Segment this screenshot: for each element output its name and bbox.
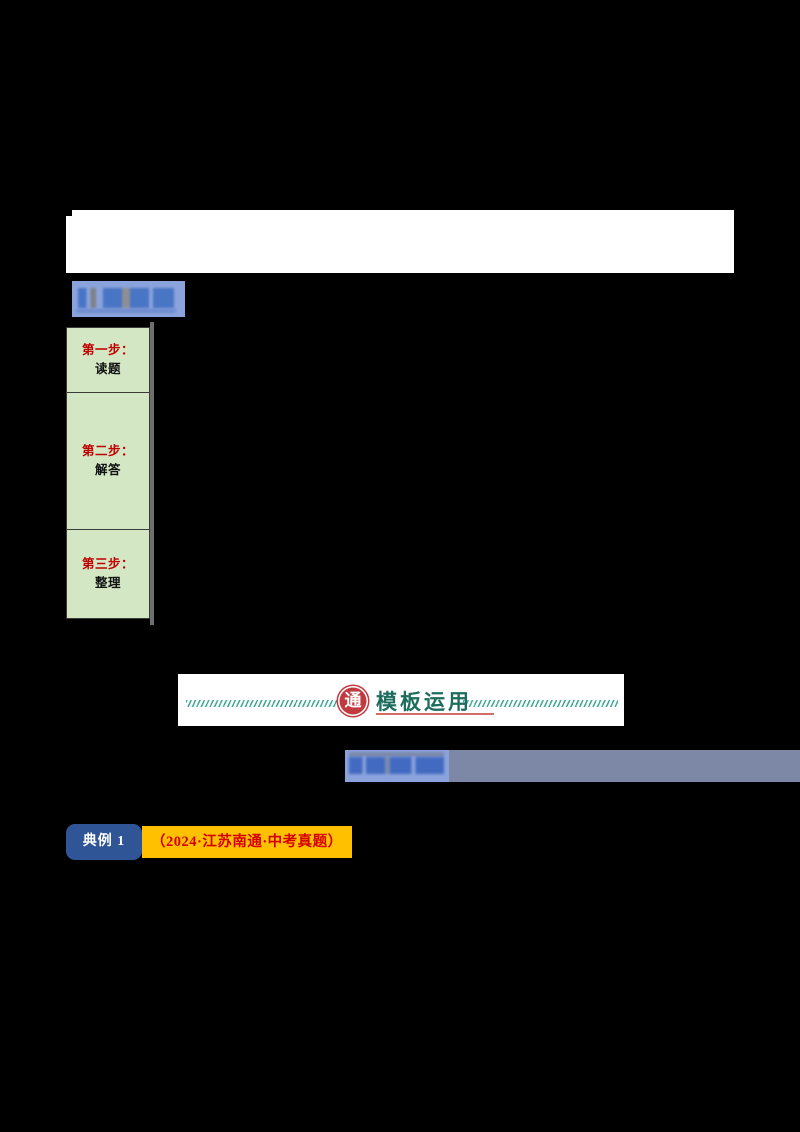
page-heading-highlight bbox=[72, 281, 185, 317]
step-2-label: 第二步： bbox=[81, 443, 134, 458]
step-3-value: 整理 bbox=[94, 576, 121, 591]
step-2-value: 解答 bbox=[94, 463, 121, 478]
page-heading-underline bbox=[76, 309, 176, 313]
step-cell-2: 第二步： 解答 bbox=[66, 392, 150, 530]
banner-rule-right-icon bbox=[463, 700, 618, 707]
table-row: 第二步： 解答 bbox=[66, 392, 150, 530]
subheading-row bbox=[345, 750, 800, 782]
seal-stamp-icon: 通 bbox=[338, 686, 368, 716]
example-source-badge: （2024·江苏南通·中考真题） bbox=[142, 826, 352, 858]
subheading-obscured-text bbox=[349, 757, 444, 774]
steps-table-rail bbox=[150, 322, 154, 625]
banner-rule-left-icon bbox=[186, 700, 341, 707]
section-banner-underline bbox=[376, 713, 494, 715]
step-1-value: 读题 bbox=[94, 362, 121, 377]
table-row: 第一步： 读题 bbox=[66, 327, 150, 393]
example-number-badge: 典例 1 bbox=[66, 824, 142, 860]
table-row: 第三步： 整理 bbox=[66, 529, 150, 619]
step-cell-3: 第三步： 整理 bbox=[66, 529, 150, 619]
content-band-notch bbox=[66, 210, 72, 216]
section-banner-title: 模板运用 bbox=[376, 690, 472, 714]
subheading-highlight bbox=[345, 750, 449, 782]
step-1-label: 第一步： bbox=[81, 342, 134, 357]
content-band bbox=[66, 210, 734, 273]
section-banner: 通 模板运用 bbox=[178, 674, 624, 726]
step-cell-1: 第一步： 读题 bbox=[66, 327, 150, 393]
page-heading-obscured-text bbox=[78, 288, 174, 308]
subheading-obscured-cap bbox=[349, 752, 444, 757]
step-3-label: 第三步： bbox=[81, 556, 134, 571]
steps-table: 第一步： 读题 第二步： 解答 第三步： 整理 bbox=[66, 327, 150, 619]
